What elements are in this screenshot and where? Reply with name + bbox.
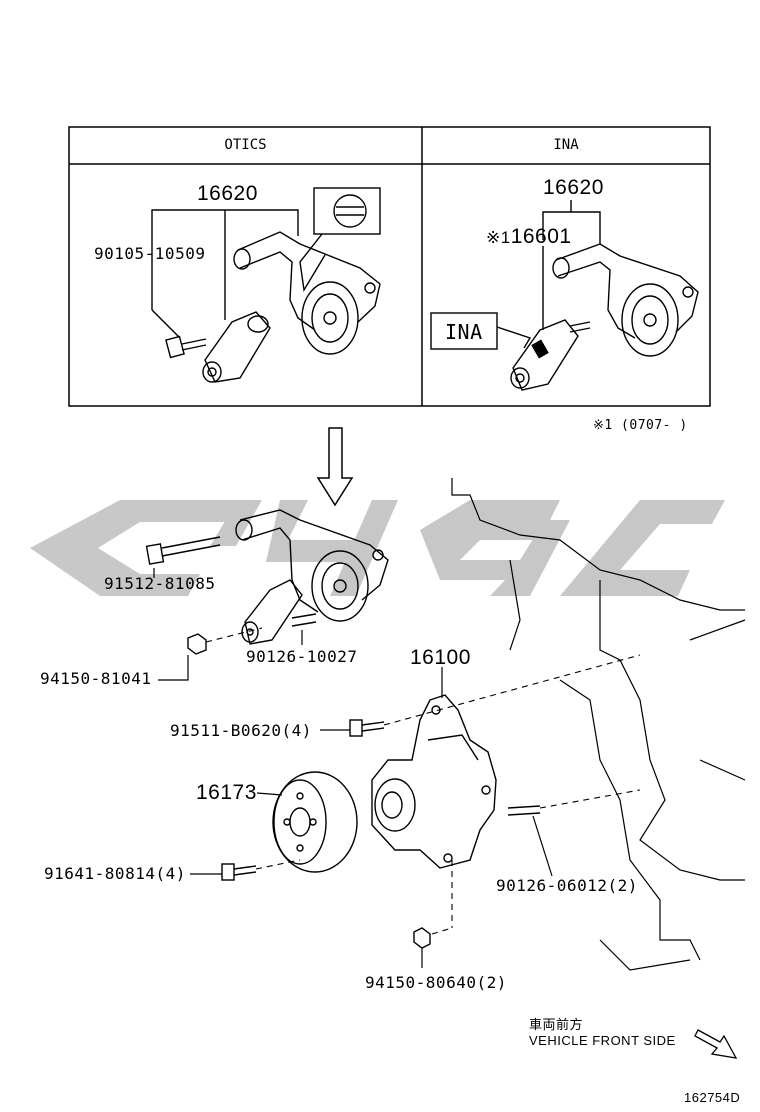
otics-assembly-label: 16620 — [197, 182, 258, 205]
part-label-90126-06012: 90126-06012(2) — [496, 876, 638, 895]
down-arrow-icon — [316, 427, 354, 507]
ina-subpart-number: 16601 — [510, 225, 572, 248]
ina-tag-label: INA — [445, 320, 483, 344]
part-label-94150-80640: 94150-80640(2) — [365, 973, 507, 992]
engine-block-outline — [451, 478, 746, 971]
part-label-91511-b0620: 91511-B0620(4) — [170, 721, 312, 740]
otics-tensioner-drawing — [151, 187, 381, 383]
diagram-id: 162754D — [684, 1090, 741, 1105]
ina-tensioner-drawing — [430, 200, 699, 391]
footnote-marker: ※1 — [486, 228, 511, 247]
part-label-16173: 16173 — [196, 781, 257, 804]
direction-label-jp: 車両前方 — [529, 1017, 584, 1032]
part-label-91512-81085: 91512-81085 — [104, 574, 216, 593]
part-label-16100: 16100 — [410, 646, 471, 669]
header-otics: OTICS — [224, 137, 267, 153]
leader-lines — [153, 568, 553, 968]
part-label-91641-80814: 91641-80814(4) — [44, 864, 186, 883]
header-ina: INA — [553, 137, 579, 153]
part-label-90126-10027: 90126-10027 — [246, 647, 358, 666]
variant-table — [68, 126, 711, 407]
vehicle-front-arrow-icon — [694, 1029, 738, 1059]
water-pump-drawing — [221, 694, 541, 949]
dashed-guides — [205, 627, 641, 935]
footnote: ※1 (0707- ) — [593, 418, 688, 433]
otics-bolt-label: 90105-10509 — [94, 244, 206, 263]
ina-assembly-label: 16620 — [543, 176, 604, 199]
part-label-94150-81041: 94150-81041 — [40, 669, 152, 688]
tensioner-assembly-drawing — [145, 509, 389, 655]
direction-label-en: VEHICLE FRONT SIDE — [529, 1033, 676, 1048]
ina-subpart-label: ※116601 — [486, 225, 572, 249]
